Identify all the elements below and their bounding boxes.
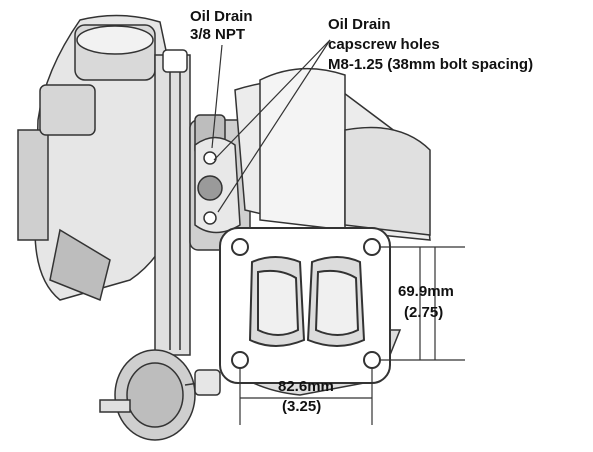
capscrew-title: Oil Drain [328,16,391,33]
horizontal-dim-mm: 82.6mm [278,378,334,395]
vertical-dimension [380,246,465,361]
capscrew-line2: capscrew holes [328,36,440,53]
capscrew-spec: M8-1.25 (38mm bolt spacing) [328,56,533,73]
horizontal-dimension [239,368,373,425]
horizontal-dim-in: (3.25) [282,398,322,415]
oil-drain-flange [194,136,241,234]
leader-lines [211,39,331,213]
wastegate-actuator [99,349,221,441]
turbine-inlet-flange [219,227,391,384]
capscrew-thread: M8-1.25 [328,56,384,73]
vertical-dim-in: (2.75) [404,304,444,321]
oil-drain-thread: 3/8 NPT [190,26,246,43]
oil-drain-title: Oil Drain [190,8,253,25]
vertical-dim-mm: 69.9mm [398,283,454,300]
capscrew-spacing: (38mm bolt spacing) [387,56,534,73]
compressor-housing [17,14,176,302]
